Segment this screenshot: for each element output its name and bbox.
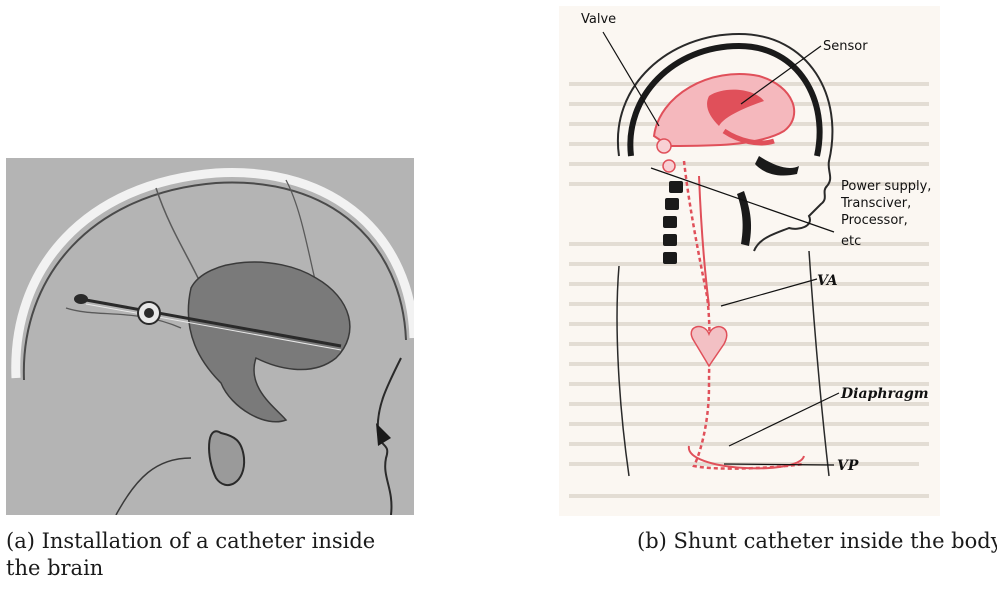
- label-va: VA: [817, 273, 838, 289]
- label-transceiver: Transciver,: [840, 196, 911, 211]
- caption-panel-a: (a) Installation of a catheter inside th…: [6, 528, 416, 582]
- label-diaphragm: Diaphragm: [840, 386, 929, 402]
- label-etc: etc: [841, 234, 861, 249]
- panel-a-drawing: [6, 158, 414, 515]
- panel-a-catheter-brain-image: [6, 158, 414, 515]
- panel-b-drawing: Valve Sensor Power supply, Transciver, P…: [559, 6, 940, 516]
- label-power-supply: Power supply,: [841, 179, 931, 194]
- panel-b-shunt-body-image: Valve Sensor Power supply, Transciver, P…: [559, 6, 940, 516]
- label-sensor: Sensor: [823, 39, 868, 54]
- label-vp: VP: [837, 458, 859, 474]
- caption-panel-b: (b) Shunt catheter inside the body: [637, 528, 997, 555]
- label-processor: Processor,: [841, 213, 908, 228]
- label-valve: Valve: [581, 12, 616, 27]
